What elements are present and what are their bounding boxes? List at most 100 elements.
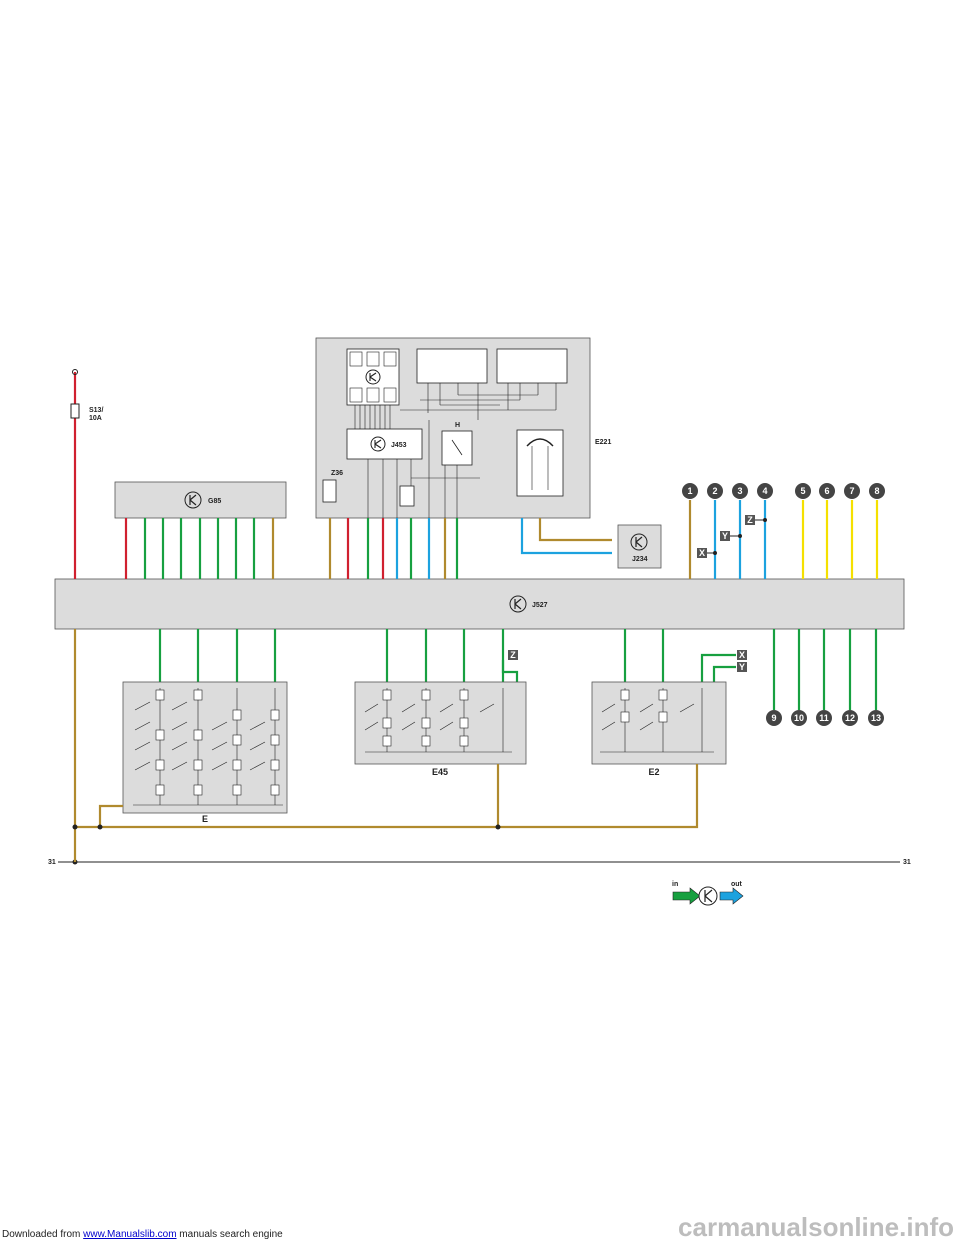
- connector-11: [816, 710, 832, 726]
- e221-key-1: [349, 351, 363, 367]
- legend-out-arrow: [719, 887, 744, 905]
- footer-prefix: Downloaded from: [2, 1229, 84, 1240]
- footer: Downloaded from www.Manualslib.com manua…: [2, 1229, 283, 1240]
- legend: in out: [672, 881, 744, 906]
- e45-label: E45: [432, 767, 448, 777]
- e221-key-2: [366, 351, 380, 367]
- connector-5: [795, 483, 811, 499]
- e-label: E: [202, 814, 208, 824]
- watermark: carmanualsonline.info: [678, 1212, 954, 1242]
- connector-10: [791, 710, 807, 726]
- switch-block-left: [416, 348, 488, 384]
- fuse-label: S13/: [89, 407, 103, 414]
- top-connectors: 1 2 3 4 5 6 7 8: [682, 483, 885, 499]
- ground-label-right: 31: [903, 859, 911, 866]
- legend-in-label: in: [672, 881, 678, 888]
- connector-3: [732, 483, 748, 499]
- footer-suffix: manuals search engine: [176, 1229, 283, 1240]
- connector-7: [844, 483, 860, 499]
- connector-9-label: 9: [771, 713, 776, 723]
- j527-label: J527: [532, 602, 548, 609]
- j234-brown-wire: [538, 518, 612, 542]
- connector-2: [707, 483, 723, 499]
- connector-6: [819, 483, 835, 499]
- connector-1-label: 1: [687, 486, 692, 496]
- connector-10-label: 10: [794, 713, 804, 723]
- h-switch-contact: [451, 439, 463, 456]
- fuse-s13: [70, 403, 80, 419]
- h-label: H: [455, 422, 460, 429]
- e221-label: E221: [595, 439, 611, 446]
- connector-4-label: 4: [762, 486, 767, 496]
- j234-label: J234: [632, 556, 648, 563]
- tag-y-top: [720, 531, 730, 541]
- j453-k-symbol: [370, 436, 386, 452]
- connector-12-label: 12: [845, 713, 855, 723]
- e221-key-3: [383, 351, 397, 367]
- tag-x-top-label: X: [699, 548, 705, 558]
- clock-spring: [516, 429, 564, 497]
- j234-k-symbol: [630, 533, 648, 551]
- e221-wires: [328, 518, 459, 579]
- connector-8-label: 8: [874, 486, 879, 496]
- bottom-connectors: 9 10 11 12 13: [766, 710, 884, 726]
- e221-k-symbol: [365, 369, 381, 385]
- tag-x-bottom: [737, 650, 747, 660]
- j453-links: [354, 405, 391, 429]
- footer-link[interactable]: www.Manualslib.com: [83, 1229, 177, 1240]
- connector-8: [869, 483, 885, 499]
- connector-6-label: 6: [824, 486, 829, 496]
- legend-in-arrow: [672, 887, 701, 905]
- e221-key-6: [383, 387, 397, 403]
- tag-x-bottom-label: X: [739, 650, 745, 660]
- legend-k-symbol: [698, 886, 718, 906]
- tag-z-bottom: [508, 650, 518, 660]
- tag-y-top-label: Y: [722, 531, 728, 541]
- connector-7-label: 7: [849, 486, 854, 496]
- fuse-terminal: [72, 369, 78, 375]
- connector-13-label: 13: [871, 713, 881, 723]
- bottom-green-wires: [158, 629, 878, 710]
- ground-bus: [72, 764, 699, 830]
- tag-y-bottom-label: Y: [739, 662, 745, 672]
- connector-1: [682, 483, 698, 499]
- connector-2-label: 2: [712, 486, 717, 496]
- j527-module: [54, 578, 905, 630]
- tag-x-top: [697, 548, 707, 558]
- j234-module: [617, 524, 662, 569]
- clock-spring-arc: [526, 438, 554, 447]
- e-switch-internals: [133, 688, 283, 806]
- g85-label: G85: [208, 498, 221, 505]
- e2-switch-internals: [600, 688, 714, 753]
- z36-heater: [322, 479, 337, 503]
- connector-3-label: 3: [737, 486, 742, 496]
- e221-key-4: [349, 387, 363, 403]
- connector-4: [757, 483, 773, 499]
- tag-z-bottom-label: Z: [510, 650, 516, 660]
- legend-out-label: out: [731, 881, 743, 888]
- switch-block-right: [496, 348, 568, 384]
- g85-k-symbol: [184, 491, 202, 509]
- top-tags: X Y Z: [697, 515, 767, 558]
- e221-sensor: [399, 485, 415, 507]
- tag-y-bottom: [737, 662, 747, 672]
- switch-block-wiring: [400, 383, 557, 420]
- j453-label: J453: [391, 442, 407, 449]
- ground-label-left: 31: [48, 859, 56, 866]
- fuse-rating-label: 10A: [89, 415, 102, 422]
- e2-label: E2: [648, 767, 659, 777]
- bottom-tags: Z X Y: [501, 650, 747, 682]
- connector-9: [766, 710, 782, 726]
- tag-z-top-label: Z: [747, 515, 753, 525]
- connector-5-label: 5: [800, 486, 805, 496]
- e221-key-5: [366, 387, 380, 403]
- top-connector-wires: [688, 500, 879, 579]
- connector-12: [842, 710, 858, 726]
- e-switch-panel: [122, 681, 288, 814]
- tag-z-top: [745, 515, 755, 525]
- j234-blue-wire: [520, 518, 612, 555]
- connector-11-label: 11: [819, 713, 829, 723]
- connector-13: [868, 710, 884, 726]
- g85-wires: [124, 518, 275, 579]
